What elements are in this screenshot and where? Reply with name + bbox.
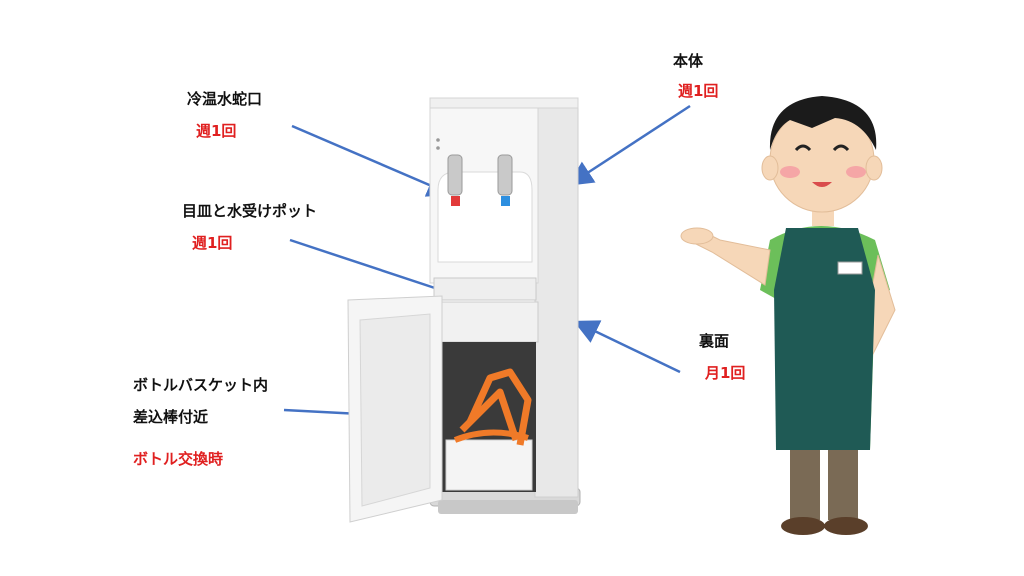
- label-basket: ボトルバスケット内: [133, 376, 269, 394]
- freq-faucet: 週1回: [196, 122, 237, 140]
- label-back: 裏面: [699, 332, 730, 350]
- label-tray: 目皿と水受けポット: [182, 202, 318, 220]
- arrow-body: [567, 104, 691, 186]
- cold-faucet: [497, 154, 513, 196]
- arrow-tray: [289, 238, 461, 301]
- freq-back: 月1回: [705, 364, 746, 382]
- freq-tray: 週1回: [192, 234, 233, 252]
- label-faucet: 冷温水蛇口: [187, 90, 263, 108]
- label-body: 本体: [673, 52, 704, 70]
- freq-basket: ボトル交換時: [133, 450, 224, 468]
- hot-faucet: [447, 154, 463, 196]
- arrow-faucet: [291, 124, 453, 197]
- apron: [774, 228, 875, 450]
- name-tag: [837, 261, 863, 275]
- label-basket-2: 差込棒付近: [133, 408, 209, 426]
- bottle-basket: [466, 368, 532, 446]
- drip-tray: [433, 277, 537, 301]
- freq-body: 週1回: [678, 82, 719, 100]
- arrow-back: [573, 320, 681, 374]
